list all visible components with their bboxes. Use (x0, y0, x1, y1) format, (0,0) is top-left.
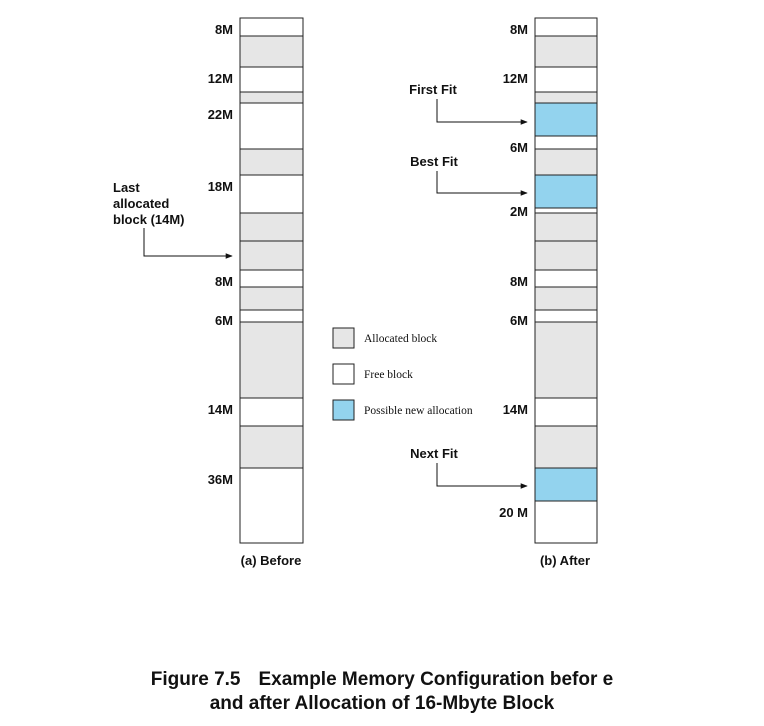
before-block-size-label: 8M (215, 274, 233, 289)
after-block-allocated (534, 240, 598, 271)
after-block-free (534, 309, 598, 323)
legend-swatch-possible-new (332, 399, 355, 421)
best-fit-label: Best Fit (410, 154, 458, 169)
after-block-allocated (534, 425, 598, 469)
after-block-allocated (534, 35, 598, 68)
legend-swatch-allocated (332, 327, 355, 349)
before-block-free (239, 397, 304, 427)
after-block-free (534, 66, 598, 93)
legend-label-free: Free block (364, 369, 413, 381)
before-block-free (239, 269, 304, 288)
memory-column-before: 8M 12M 22M 18M 8M 6M 14M 36M (208, 17, 304, 544)
after-block-possible-new (534, 467, 598, 502)
best-fit-arrow (436, 171, 528, 196)
last-allocated-line-3: block (14M) (113, 212, 185, 227)
before-caption: (a) Before (241, 553, 302, 568)
before-block-allocated (239, 286, 304, 311)
figure-number: Figure 7.5 (150, 669, 241, 690)
before-block-size-label: 12M (208, 71, 233, 86)
after-block-allocated (534, 148, 598, 176)
before-block-free (239, 66, 304, 93)
after-block-size-label: 8M (510, 274, 528, 289)
before-block-allocated (239, 148, 304, 176)
after-block-allocated (534, 212, 598, 242)
after-block-possible-new (534, 174, 598, 209)
before-block-free (239, 174, 304, 214)
after-block-size-label: 14M (503, 402, 528, 417)
before-block-allocated (239, 321, 304, 399)
before-block-allocated (239, 240, 304, 271)
before-block-free (239, 17, 304, 37)
after-block-free (534, 500, 598, 544)
legend: Allocated block Free block Possible new … (332, 327, 473, 421)
last-allocated-line-2: allocated (113, 196, 169, 211)
before-block-allocated (239, 425, 304, 469)
legend-label-possible-new: Possible new allocation (364, 405, 473, 417)
figure-title-line-2: and after Allocation of 16-Mbyte Block (209, 693, 555, 714)
after-block-free (534, 207, 598, 214)
before-block-allocated (239, 35, 304, 68)
figure-caption: Figure 7.5 Example Memory Configuration b… (0, 668, 764, 716)
before-block-free (239, 467, 304, 544)
after-block-size-label: 6M (510, 313, 528, 328)
figure-caption-line-1: Figure 7.5 Example Memory Configuration b… (0, 668, 764, 692)
legend-swatch-free (332, 363, 355, 385)
last-allocated-arrow (143, 228, 233, 259)
before-block-allocated (239, 91, 304, 104)
after-block-possible-new (534, 102, 598, 137)
next-fit-label: Next Fit (410, 446, 458, 461)
after-caption: (b) After (540, 553, 590, 568)
next-fit-arrow (436, 463, 528, 489)
before-block-allocated (239, 212, 304, 242)
before-block-free (239, 102, 304, 150)
memory-column-after: 8M 12M 6M 2M 8M 6M 14M 20 M (499, 17, 598, 544)
before-block-size-label: 18M (208, 179, 233, 194)
after-block-allocated (534, 286, 598, 311)
legend-label-allocated: Allocated block (364, 333, 437, 345)
before-block-size-label: 22M (208, 107, 233, 122)
figure-title-line-1: Example Memory Configuration befor e (258, 669, 614, 690)
after-block-size-label: 2M (510, 204, 528, 219)
after-block-free (534, 17, 598, 37)
after-block-allocated (534, 91, 598, 104)
after-block-size-label: 6M (510, 140, 528, 155)
after-block-size-label: 12M (503, 71, 528, 86)
before-block-size-label: 6M (215, 313, 233, 328)
before-block-size-label: 8M (215, 22, 233, 37)
memory-configuration-diagram: 8M 12M 22M 18M 8M 6M 14M 36M (a) Before Last al… (113, 17, 598, 568)
first-fit-arrow (436, 99, 528, 125)
after-block-size-label: 8M (510, 22, 528, 37)
before-block-size-label: 14M (208, 402, 233, 417)
last-allocated-line-1: Last (113, 180, 140, 195)
first-fit-label: First Fit (409, 82, 457, 97)
after-block-free (534, 269, 598, 288)
after-block-size-label: 20 M (499, 505, 528, 520)
before-block-size-label: 36M (208, 472, 233, 487)
before-block-free (239, 309, 304, 323)
after-block-free (534, 397, 598, 427)
after-block-allocated (534, 321, 598, 399)
after-block-free (534, 135, 598, 150)
